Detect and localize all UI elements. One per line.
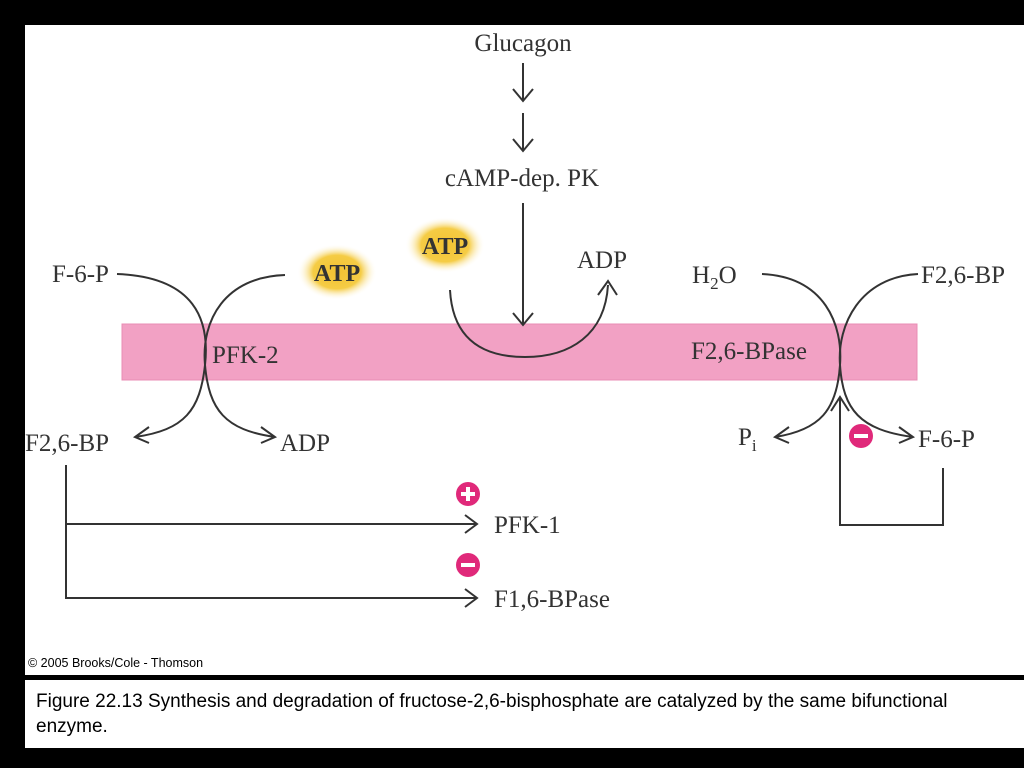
minus-icon [456, 553, 480, 577]
f16bpase-label: F1,6-BPase [494, 586, 610, 613]
atp-to-adp-curve [203, 274, 286, 438]
h2o-label: H2O [692, 262, 737, 293]
arrowhead-icon [830, 395, 850, 412]
f26bpase-label: F2,6-BPase [691, 338, 807, 365]
atp-glow-icon [405, 217, 485, 273]
arrowhead-icon [898, 426, 916, 444]
figure-caption: Figure 22.13 Synthesis and degradation o… [36, 691, 948, 737]
f6p-left-label: F-6-P [52, 261, 109, 288]
regulation-line-pfk1 [65, 465, 477, 525]
phosphorylation-arc [449, 284, 609, 359]
f6p-right-label: F-6-P [918, 426, 975, 453]
down-arrow-icon [512, 63, 534, 103]
plus-icon [456, 482, 480, 506]
camp-pk-label: cAMP-dep. PK [445, 165, 599, 192]
down-arrow-icon [512, 203, 534, 327]
glucagon-label: Glucagon [474, 30, 572, 57]
atp-center-label: ATP [422, 234, 468, 260]
pfk2-label: PFK-2 [212, 342, 279, 369]
f26bp-right-label: F2,6-BP [921, 262, 1005, 289]
copyright-notice: © 2005 Brooks/Cole - Thomson [28, 656, 204, 670]
atp-glow-icon [297, 244, 377, 300]
arrowhead-icon [132, 426, 150, 444]
enzyme-band [121, 323, 918, 381]
arrowhead-icon [464, 514, 479, 534]
f26bp-to-f6p-curve [838, 273, 919, 438]
f26bp-left-label: F2,6-BP [25, 430, 109, 457]
pathway-diagram: Glucagon cAMP-dep. PK ATP ATP ADP F-6-P … [25, 30, 1005, 613]
minus-icon [849, 424, 873, 448]
arrowhead-icon [464, 588, 479, 608]
feedback-loop-line [839, 397, 944, 526]
pi-label: Pi [738, 424, 757, 455]
adp-top-label: ADP [577, 247, 627, 274]
arrowhead-icon [260, 426, 278, 444]
pfk1-label: PFK-1 [494, 512, 561, 539]
atp-left-label: ATP [314, 261, 360, 287]
diagram-panel: Glucagon cAMP-dep. PK ATP ATP ADP F-6-P … [25, 25, 1024, 675]
adp-bottom-label: ADP [280, 430, 330, 457]
arrowhead-icon [772, 426, 790, 444]
caption-panel: Figure 22.13 Synthesis and degradation o… [25, 680, 1024, 748]
arrowhead-icon [597, 279, 618, 296]
down-arrow-icon [512, 113, 534, 153]
regulation-line-f16bpase [65, 524, 477, 599]
